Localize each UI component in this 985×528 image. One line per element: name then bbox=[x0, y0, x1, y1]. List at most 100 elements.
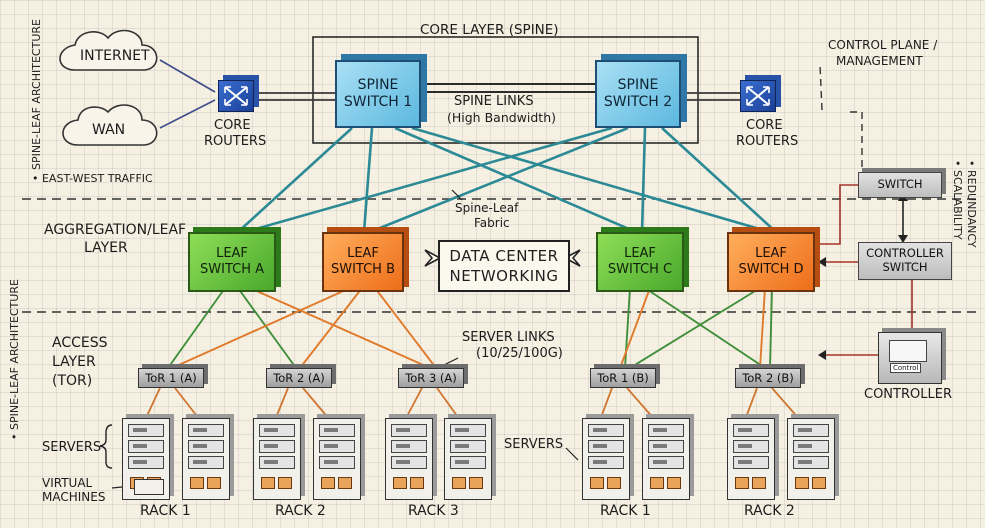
virtual-machine-icon bbox=[393, 477, 407, 489]
server-led-icon bbox=[193, 428, 207, 432]
server-unit bbox=[259, 424, 295, 437]
server-rack[interactable] bbox=[444, 418, 492, 500]
server-rack[interactable] bbox=[182, 418, 230, 500]
spine-switch-2[interactable]: SPINE SWITCH 2 bbox=[595, 60, 681, 128]
server-unit bbox=[450, 424, 486, 437]
leaf-a-line1: LEAF bbox=[216, 245, 248, 261]
tor-1-a[interactable]: ToR 1 (A) bbox=[138, 368, 204, 388]
server-unit bbox=[391, 456, 427, 469]
server-led-icon bbox=[653, 428, 667, 432]
core-routers-right-label-line2: ROUTERS bbox=[736, 134, 799, 149]
access-layer-title-line3: (TOR) bbox=[52, 373, 93, 389]
server-led-icon bbox=[738, 460, 752, 464]
server-rack[interactable] bbox=[253, 418, 301, 500]
access-layer-title-line1: ACCESS bbox=[52, 335, 108, 351]
rack-label: RACK 1 bbox=[600, 503, 651, 519]
virtual-machine-icon bbox=[338, 477, 352, 489]
fabric-label-line2: Fabric bbox=[474, 216, 510, 230]
virtual-machine-icon bbox=[650, 477, 664, 489]
server-links-label-line1: SERVER LINKS bbox=[462, 330, 555, 345]
tor-1-b[interactable]: ToR 1 (B) bbox=[590, 368, 656, 388]
leaf-switch-a[interactable]: LEAF SWITCH A bbox=[188, 232, 276, 292]
server-led-icon bbox=[193, 444, 207, 448]
controller-switch-line1: CONTROLLER bbox=[866, 246, 944, 261]
internet-label: INTERNET bbox=[80, 48, 150, 64]
server-unit bbox=[793, 440, 829, 453]
core-routers-left-label-line1: CORE bbox=[214, 118, 251, 133]
server-led-icon bbox=[133, 444, 147, 448]
rack-label: RACK 2 bbox=[275, 503, 326, 519]
side-label-spine-leaf-bottom: • SPINE-LEAF ARCHITECTURE bbox=[8, 279, 21, 440]
tor-2-a[interactable]: ToR 2 (A) bbox=[266, 368, 332, 388]
leaf-d-line1: LEAF bbox=[755, 245, 787, 261]
server-unit bbox=[793, 424, 829, 437]
arrow-down bbox=[898, 235, 908, 243]
virtual-machine-icon bbox=[667, 477, 681, 489]
servers-right-label: SERVERS bbox=[504, 437, 564, 452]
server-led-icon bbox=[264, 428, 278, 432]
leaf-c-line1: LEAF bbox=[624, 245, 656, 261]
core-routers-left-label-line2: ROUTERS bbox=[204, 134, 267, 149]
control-plane-label-line2: MANAGEMENT bbox=[836, 54, 923, 68]
server-led-icon bbox=[798, 460, 812, 464]
virtual-machine-icon bbox=[469, 477, 483, 489]
router-cross-icon bbox=[224, 86, 248, 106]
server-unit bbox=[588, 440, 624, 453]
vm-legend-label-line1: VIRTUAL bbox=[42, 476, 93, 490]
server-rack[interactable] bbox=[582, 418, 630, 500]
vm-legend-label-line2: MACHINES bbox=[42, 490, 106, 504]
leaf-switch-c[interactable]: LEAF SWITCH C bbox=[596, 232, 684, 292]
server-links-pointer bbox=[441, 357, 459, 367]
server-unit bbox=[648, 440, 684, 453]
spine-links-label-line2: (High Bandwidth) bbox=[447, 110, 557, 125]
spine-leaf-mesh bbox=[237, 126, 777, 234]
spine-2-line2: SWITCH 2 bbox=[603, 94, 673, 110]
virtual-machine-icon bbox=[735, 477, 749, 489]
server-led-icon bbox=[264, 444, 278, 448]
server-unit bbox=[259, 456, 295, 469]
server-led-icon bbox=[455, 428, 469, 432]
server-rack[interactable] bbox=[642, 418, 690, 500]
leaf-switch-b[interactable]: LEAF SWITCH B bbox=[322, 232, 404, 292]
server-led-icon bbox=[133, 428, 147, 432]
virtual-machine-icon bbox=[190, 477, 204, 489]
server-unit bbox=[733, 440, 769, 453]
banner-tail-right bbox=[563, 249, 581, 267]
arrow-left-tor bbox=[818, 350, 826, 360]
management-switch[interactable]: SWITCH bbox=[858, 172, 942, 198]
rack-label: RACK 3 bbox=[408, 503, 459, 519]
server-unit bbox=[588, 456, 624, 469]
server-led-icon bbox=[455, 460, 469, 464]
server-rack[interactable] bbox=[787, 418, 835, 500]
virtual-machine-icon bbox=[452, 477, 466, 489]
tor-2-b[interactable]: ToR 2 (B) bbox=[735, 368, 801, 388]
spine-switch-1[interactable]: SPINE SWITCH 1 bbox=[335, 60, 421, 128]
leaf-switch-d[interactable]: LEAF SWITCH D bbox=[727, 232, 815, 292]
server-rack[interactable] bbox=[385, 418, 433, 500]
server-unit bbox=[793, 456, 829, 469]
virtual-machine-icon bbox=[607, 477, 621, 489]
controller-device[interactable]: Control bbox=[878, 332, 942, 384]
server-unit bbox=[128, 456, 164, 469]
link-wan-router bbox=[159, 99, 216, 129]
banner-tail-left bbox=[424, 249, 442, 267]
core-router-right[interactable] bbox=[740, 80, 776, 112]
control-plane-label-line1: CONTROL PLANE / bbox=[828, 38, 938, 52]
server-unit bbox=[319, 456, 355, 469]
controller-switch[interactable]: CONTROLLER SWITCH bbox=[858, 242, 952, 280]
tor-3-a[interactable]: ToR 3 (A) bbox=[398, 368, 464, 388]
virtual-machine-icon bbox=[410, 477, 424, 489]
rack-label: RACK 2 bbox=[744, 503, 795, 519]
access-layer-title-line2: LAYER bbox=[52, 354, 96, 370]
server-unit bbox=[450, 440, 486, 453]
server-links-label-line2: (10/25/100G) bbox=[476, 346, 563, 361]
server-unit bbox=[128, 440, 164, 453]
server-rack[interactable] bbox=[313, 418, 361, 500]
core-router-left[interactable] bbox=[218, 80, 254, 112]
servers-legend-label: SERVERS bbox=[42, 440, 102, 455]
server-led-icon bbox=[396, 444, 410, 448]
server-rack[interactable] bbox=[727, 418, 775, 500]
wan-cloud bbox=[62, 104, 158, 146]
virtual-machine-icon bbox=[278, 477, 292, 489]
